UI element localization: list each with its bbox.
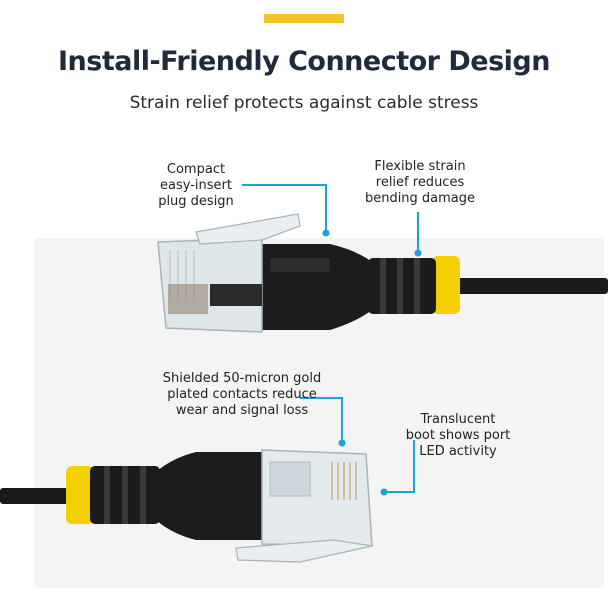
callout-translucent-line2: boot shows port [405,428,511,443]
callout-compact-line3: plug design [158,194,234,209]
callout-compact: Compact easy-insert plug design [140,162,252,210]
callout-translucent-line3: LED activity [419,444,497,459]
callout-dot-shielded [338,439,346,447]
callout-shielded-line1: Shielded 50-micron gold [162,371,322,386]
bottom-boot [156,452,268,540]
callout-flexible-line2: relief reduces [375,175,465,190]
callout-shielded-line3: wear and signal loss [175,403,309,418]
callout-flexible-line3: bending damage [364,191,476,206]
callout-shielded-line2: plated contacts reduce [167,387,317,402]
callout-shielded: Shielded 50-micron gold plated contacts … [142,371,342,419]
bottom-cable [0,488,80,504]
callout-compact-line2: easy-insert [160,178,232,193]
accent-bar [264,14,344,23]
callout-dot-flexible [414,249,422,257]
page-subtitle: Strain relief protects against cable str… [129,93,479,113]
callout-flexible: Flexible strain relief reduces bending d… [350,159,490,207]
top-plug-latch [195,213,301,245]
callout-flexible-line1: Flexible strain [374,159,466,174]
top-cable [455,278,608,294]
callout-translucent-line1: Translucent [420,412,496,427]
top-boot [262,244,372,330]
callout-compact-line1: Compact [166,162,226,177]
bottom-plug-latch [235,539,373,563]
page-title: Install-Friendly Connector Design [58,46,550,77]
top-yellow-ring [432,256,460,314]
callout-dot-translucent [380,488,388,496]
callout-dot-compact [322,229,330,237]
callout-translucent: Translucent boot shows port LED activity [388,412,528,460]
rj45-connector-bottom-icon [0,449,373,563]
callout-lines [242,184,419,493]
bottom-yellow-ring [66,466,94,524]
rj45-connector-top-icon [157,213,608,333]
